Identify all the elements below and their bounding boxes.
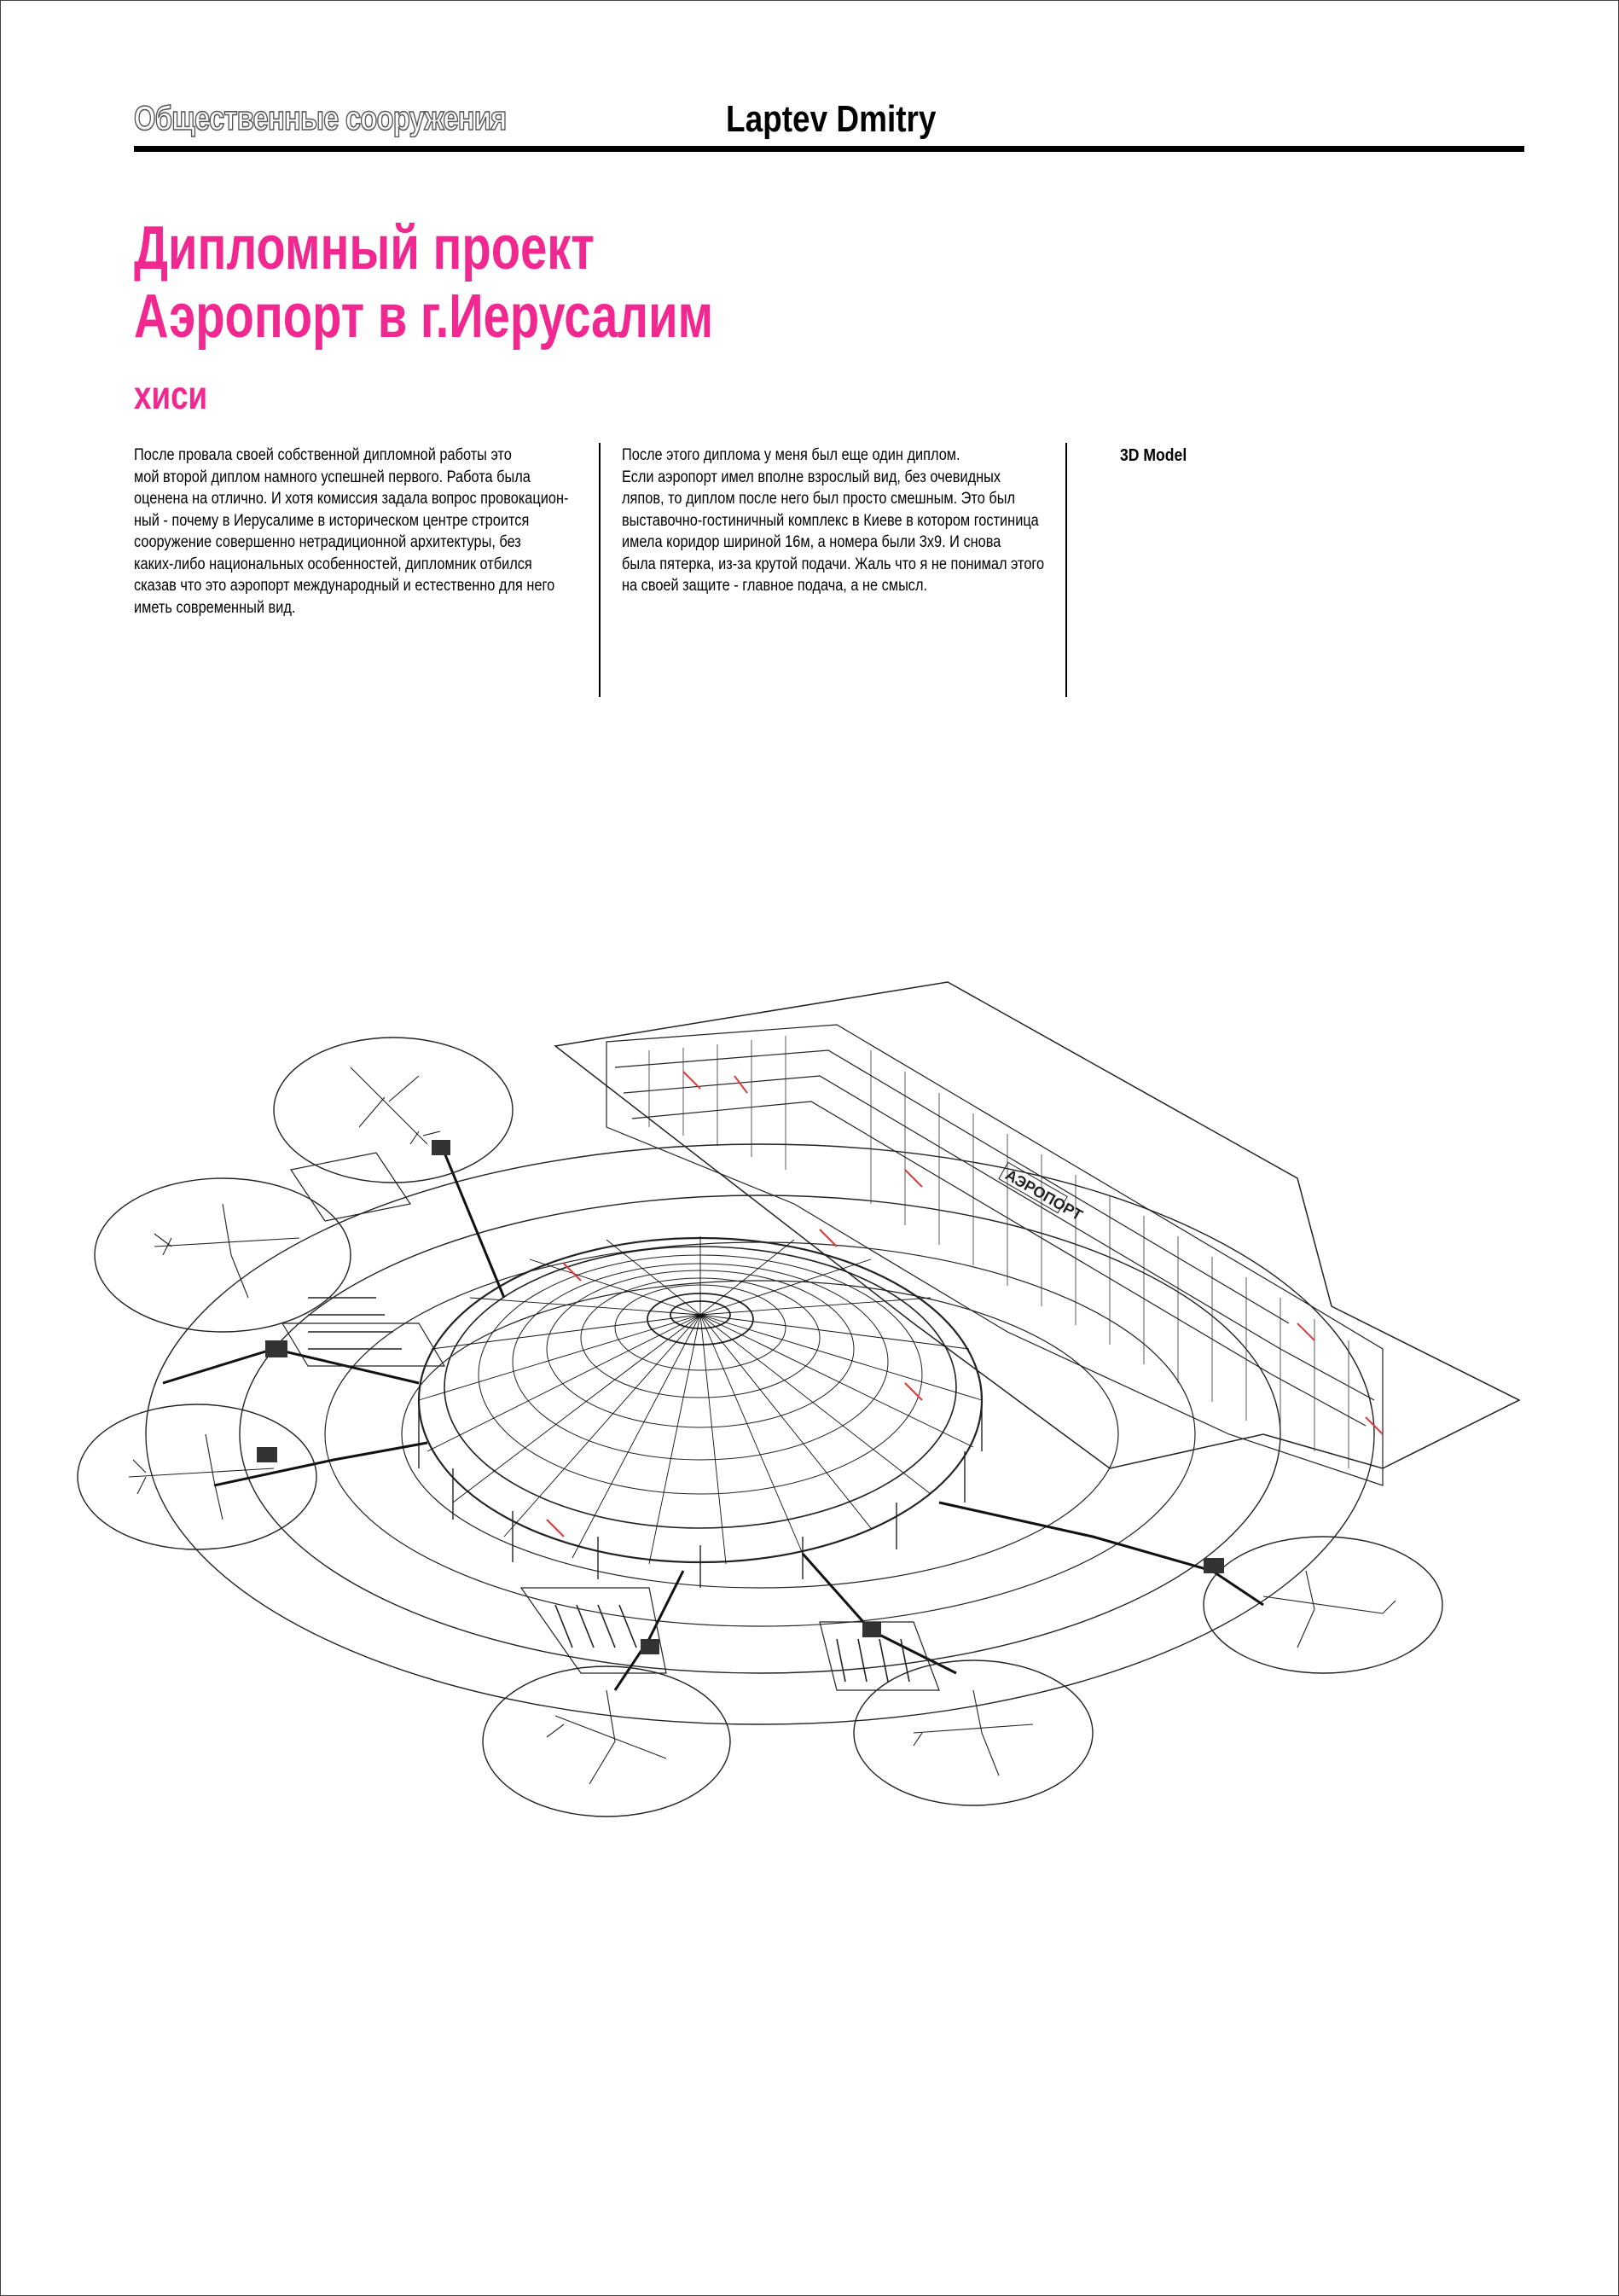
page-subtitle: хиси xyxy=(134,373,208,417)
column-divider-1 xyxy=(599,443,601,697)
text-column-2: После этого диплома у меня был еще один … xyxy=(622,446,1045,595)
column-divider-2 xyxy=(1065,443,1067,697)
airport-axonometric-drawing: АЭРОПОРТ xyxy=(52,922,1570,1861)
title-line-1: Дипломный проект xyxy=(134,214,595,282)
author-name: Laptev Dmitry xyxy=(726,98,937,140)
header-rule xyxy=(134,146,1524,152)
section-title: Общественные сооружения xyxy=(133,99,508,138)
page-title: Дипломный проект Аэропорт в г.Иерусалим xyxy=(134,214,713,351)
model-heading: 3D Model xyxy=(1120,446,1187,465)
text-column-1: После провала своей собственной дипломно… xyxy=(134,446,569,617)
title-line-2: Аэропорт в г.Иерусалим xyxy=(134,282,714,351)
